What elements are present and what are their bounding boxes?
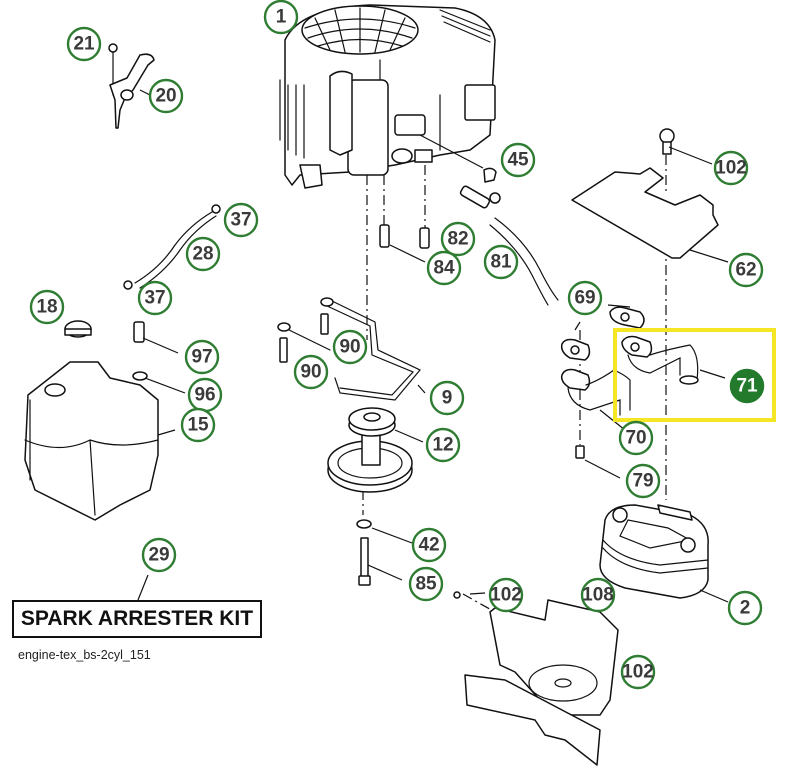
callout-37-lower[interactable]: 37 bbox=[137, 280, 173, 316]
muffler-guard-part[interactable] bbox=[453, 591, 619, 766]
muffler-part[interactable] bbox=[599, 504, 709, 599]
callout-9[interactable]: 9 bbox=[429, 380, 465, 416]
callout-label: 90 bbox=[300, 362, 321, 383]
callout-label: 15 bbox=[187, 415, 209, 436]
callout-12[interactable]: 12 bbox=[425, 427, 461, 463]
callout-label: 85 bbox=[415, 574, 437, 595]
callout-label: 69 bbox=[574, 288, 595, 309]
callout-label: 2 bbox=[740, 598, 751, 619]
callout-label: 81 bbox=[490, 252, 512, 273]
callout-2[interactable]: 2 bbox=[727, 590, 763, 626]
callout-96[interactable]: 96 bbox=[187, 377, 223, 413]
callout-21[interactable]: 21 bbox=[66, 26, 102, 62]
callout-20[interactable]: 20 bbox=[148, 78, 184, 114]
fuel-line-part[interactable] bbox=[123, 204, 221, 290]
leader-lines bbox=[137, 89, 729, 603]
spark-arrester-kit-label[interactable]: SPARK ARRESTER KIT bbox=[12, 600, 262, 638]
callout-label: 102 bbox=[490, 585, 522, 606]
callout-label: 45 bbox=[507, 150, 529, 171]
callout-label: 29 bbox=[148, 545, 169, 566]
callout-label: 62 bbox=[735, 260, 756, 281]
callout-label: 1 bbox=[276, 7, 287, 28]
fuel-tank-part[interactable] bbox=[24, 320, 159, 521]
pulley-part[interactable] bbox=[327, 407, 413, 493]
callout-62[interactable]: 62 bbox=[728, 252, 764, 288]
callout-1[interactable]: 1 bbox=[263, 0, 299, 35]
callout-label: 96 bbox=[194, 385, 215, 406]
callout-label: 90 bbox=[339, 337, 360, 358]
engine-part[interactable] bbox=[279, 4, 496, 189]
callout-28[interactable]: 28 bbox=[185, 236, 221, 272]
callout-90-upper[interactable]: 90 bbox=[332, 329, 368, 365]
callout-label: 79 bbox=[632, 471, 653, 492]
diagram-reference-code: engine-tex_bs-2cyl_151 bbox=[18, 648, 151, 662]
exhaust-part[interactable] bbox=[560, 306, 699, 459]
callout-102-top[interactable]: 102 bbox=[713, 150, 749, 186]
callout-18[interactable]: 18 bbox=[29, 289, 65, 325]
callout-37-upper[interactable]: 37 bbox=[223, 202, 259, 238]
callout-label: 12 bbox=[432, 435, 453, 456]
callout-79[interactable]: 79 bbox=[625, 463, 661, 499]
callout-70[interactable]: 70 bbox=[618, 420, 654, 456]
callout-71[interactable]: 71 bbox=[729, 368, 765, 404]
callout-label: 70 bbox=[625, 428, 646, 449]
callout-97[interactable]: 97 bbox=[184, 339, 220, 375]
callout-label: 108 bbox=[582, 585, 614, 606]
callout-85[interactable]: 85 bbox=[408, 566, 444, 602]
callout-42[interactable]: 42 bbox=[411, 527, 447, 563]
callout-84[interactable]: 84 bbox=[426, 250, 462, 286]
callout-label: 21 bbox=[73, 34, 95, 55]
callout-label: 9 bbox=[442, 388, 453, 409]
callout-102-guard-left[interactable]: 102 bbox=[488, 577, 524, 613]
oil-drain-part[interactable] bbox=[379, 167, 559, 306]
callout-label: 37 bbox=[230, 210, 251, 231]
callout-45[interactable]: 45 bbox=[500, 142, 536, 178]
callout-82[interactable]: 82 bbox=[440, 221, 476, 257]
selected-part-highlight bbox=[613, 328, 776, 422]
callout-label: 84 bbox=[433, 258, 455, 279]
callout-label: 102 bbox=[715, 158, 747, 179]
callout-label: 28 bbox=[192, 244, 213, 265]
callout-29[interactable]: 29 bbox=[141, 537, 177, 573]
callout-69[interactable]: 69 bbox=[567, 280, 603, 316]
bracket-part[interactable] bbox=[277, 297, 421, 401]
callout-label: 71 bbox=[736, 376, 758, 397]
bolt-part[interactable] bbox=[356, 519, 372, 586]
callout-label: 42 bbox=[418, 535, 439, 556]
callout-15[interactable]: 15 bbox=[180, 407, 216, 443]
callout-label: 37 bbox=[144, 288, 165, 309]
callout-label: 82 bbox=[447, 229, 468, 250]
dipstick-part[interactable] bbox=[108, 43, 155, 129]
callout-label: 102 bbox=[622, 662, 654, 683]
callout-label: 20 bbox=[155, 86, 176, 107]
callout-label: 18 bbox=[36, 297, 57, 318]
callout-108[interactable]: 108 bbox=[580, 577, 616, 613]
heat-shield-part[interactable] bbox=[571, 128, 719, 259]
callout-label: 97 bbox=[191, 347, 212, 368]
callout-90-lower[interactable]: 90 bbox=[293, 354, 329, 390]
callout-102-guard-right[interactable]: 102 bbox=[620, 654, 656, 690]
callout-81[interactable]: 81 bbox=[483, 244, 519, 280]
